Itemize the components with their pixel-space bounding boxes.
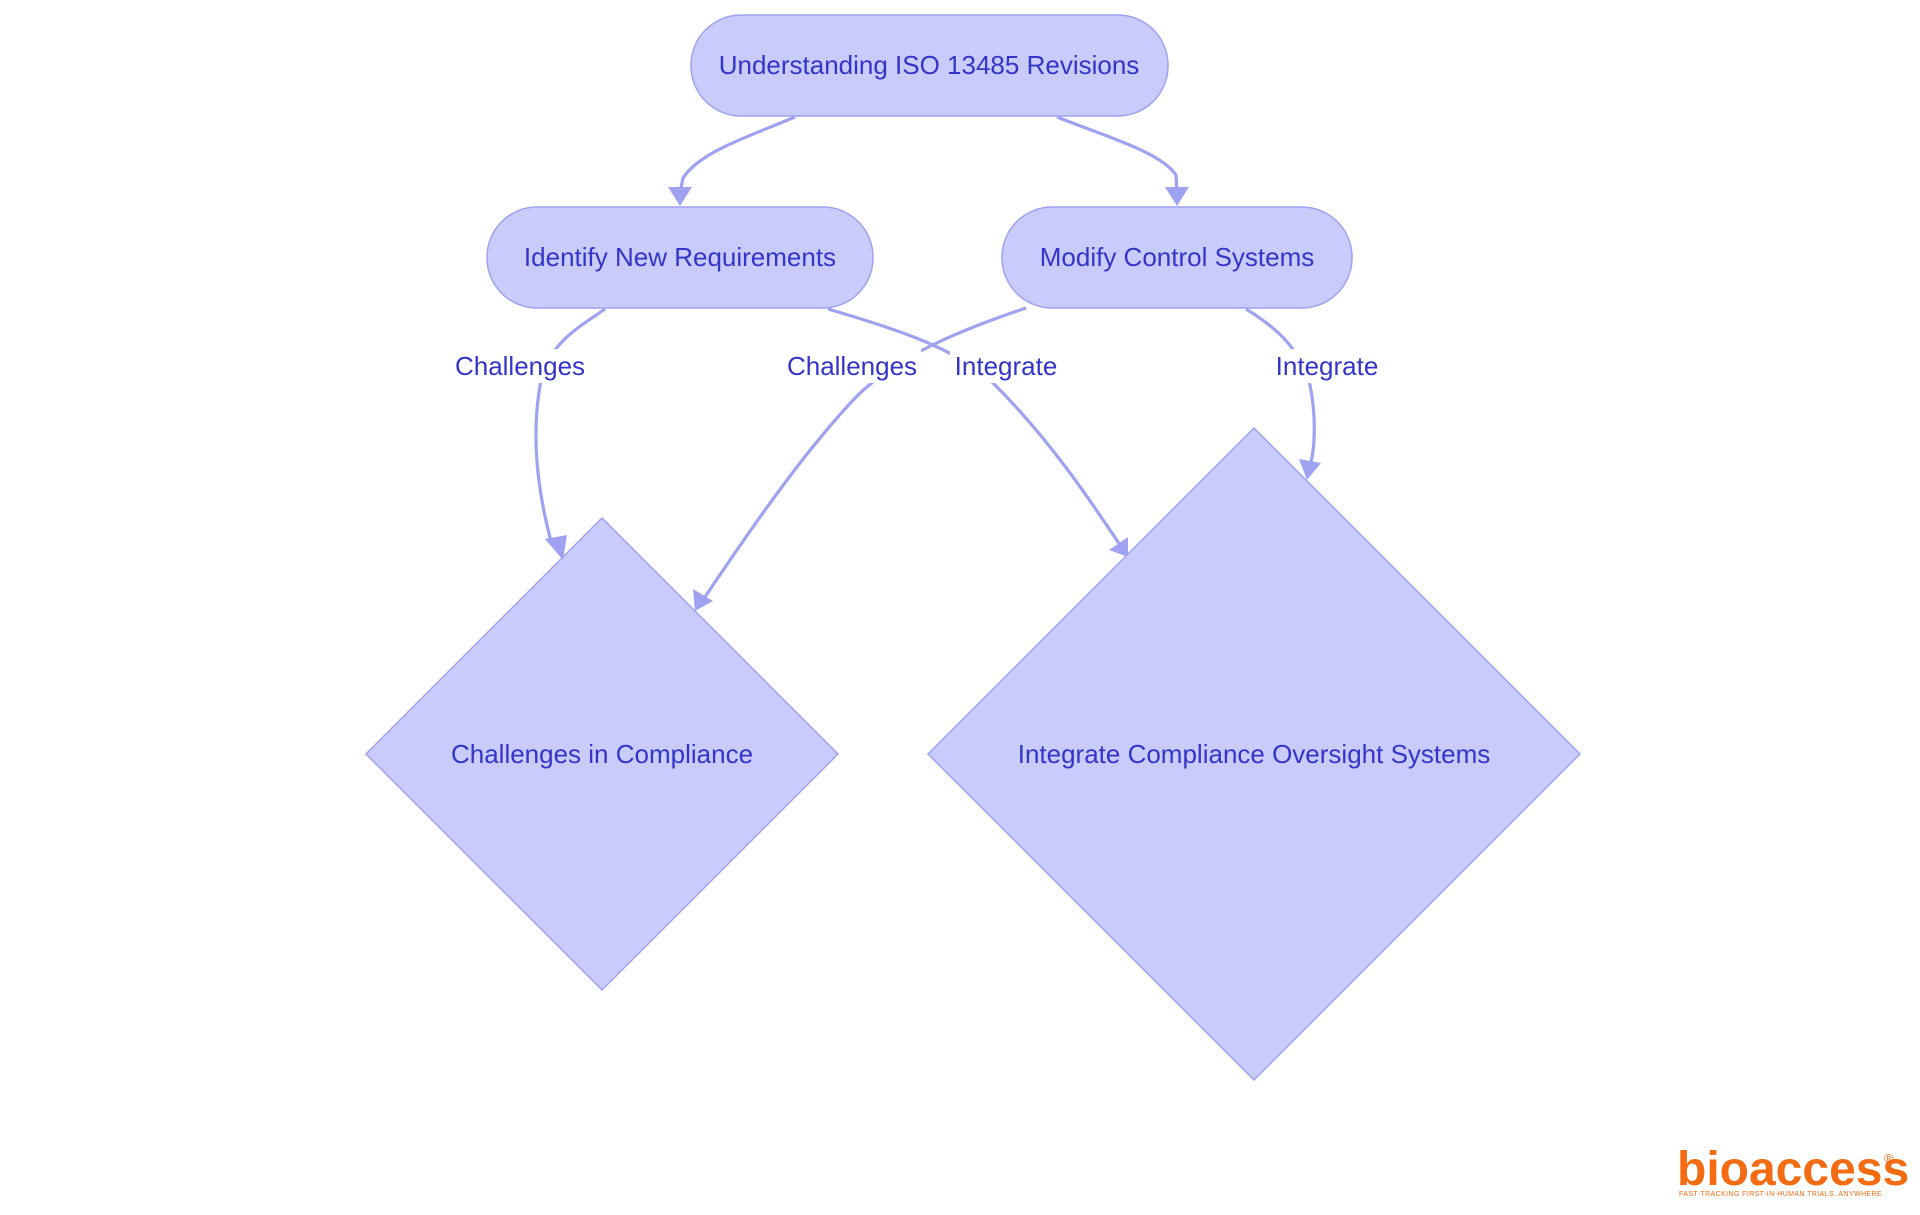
node-integrate: Integrate Compliance Oversight Systems bbox=[926, 426, 1582, 1082]
edge-label-bg bbox=[1271, 349, 1383, 383]
node-identify: Identify New Requirements bbox=[486, 206, 874, 309]
edges bbox=[534, 115, 1321, 611]
node-root-shape bbox=[690, 14, 1169, 117]
node-integrate-label: Integrate Compliance Oversight Systems bbox=[1018, 739, 1491, 769]
node-root: Understanding ISO 13485 Revisions bbox=[690, 14, 1169, 117]
edge-label-integrate-1: Integrate bbox=[955, 351, 1058, 381]
node-modify-shape bbox=[1001, 206, 1353, 309]
edge-modify-to-integrate bbox=[1245, 307, 1316, 463]
node-identify-shape bbox=[486, 206, 874, 309]
edge-labels: Challenges Challenges Integrate Integrat… bbox=[451, 349, 1383, 383]
node-identify-label: Identify New Requirements bbox=[524, 242, 836, 272]
edge-label-integrate-2: Integrate bbox=[1276, 351, 1379, 381]
edge-label-bg bbox=[783, 349, 921, 383]
edge-root-to-modify bbox=[1056, 115, 1179, 194]
node-modify-label: Modify Control Systems bbox=[1040, 242, 1315, 272]
edge-label-bg bbox=[950, 349, 1062, 383]
edge-root-to-identify bbox=[678, 115, 796, 194]
node-challenges-label: Challenges in Compliance bbox=[451, 739, 753, 769]
edge-label-bg bbox=[451, 349, 589, 383]
node-challenges-shape bbox=[364, 516, 840, 992]
edge-label-challenges-1: Challenges bbox=[455, 351, 585, 381]
node-root-label: Understanding ISO 13485 Revisions bbox=[719, 50, 1140, 80]
edge-identify-to-integrate bbox=[827, 307, 1122, 546]
edge-modify-to-challenges bbox=[703, 306, 1027, 598]
node-integrate-shape bbox=[926, 426, 1582, 1082]
arrowhead-integrate-right bbox=[1299, 459, 1321, 480]
arrowhead-challenges-left bbox=[545, 535, 567, 560]
logo-tagline: FAST-TRACKING FIRST-IN-HUMAN TRIALS. ANY… bbox=[1679, 1191, 1882, 1198]
arrowhead-identify bbox=[668, 187, 692, 206]
edge-identify-to-challenges bbox=[534, 307, 606, 546]
node-challenges: Challenges in Compliance bbox=[364, 516, 840, 992]
arrowhead-challenges-right bbox=[693, 589, 713, 611]
arrowhead-integrate-left bbox=[1109, 537, 1128, 557]
bioaccess-logo: bioaccess ® FAST-TRACKING FIRST-IN-HUMAN… bbox=[1677, 1143, 1909, 1198]
edge-label-challenges-2: Challenges bbox=[787, 351, 917, 381]
logo-wordmark: bioaccess bbox=[1677, 1143, 1909, 1196]
node-modify: Modify Control Systems bbox=[1001, 206, 1353, 309]
arrowhead-modify bbox=[1165, 187, 1189, 206]
logo-registered-mark: ® bbox=[1884, 1151, 1894, 1166]
